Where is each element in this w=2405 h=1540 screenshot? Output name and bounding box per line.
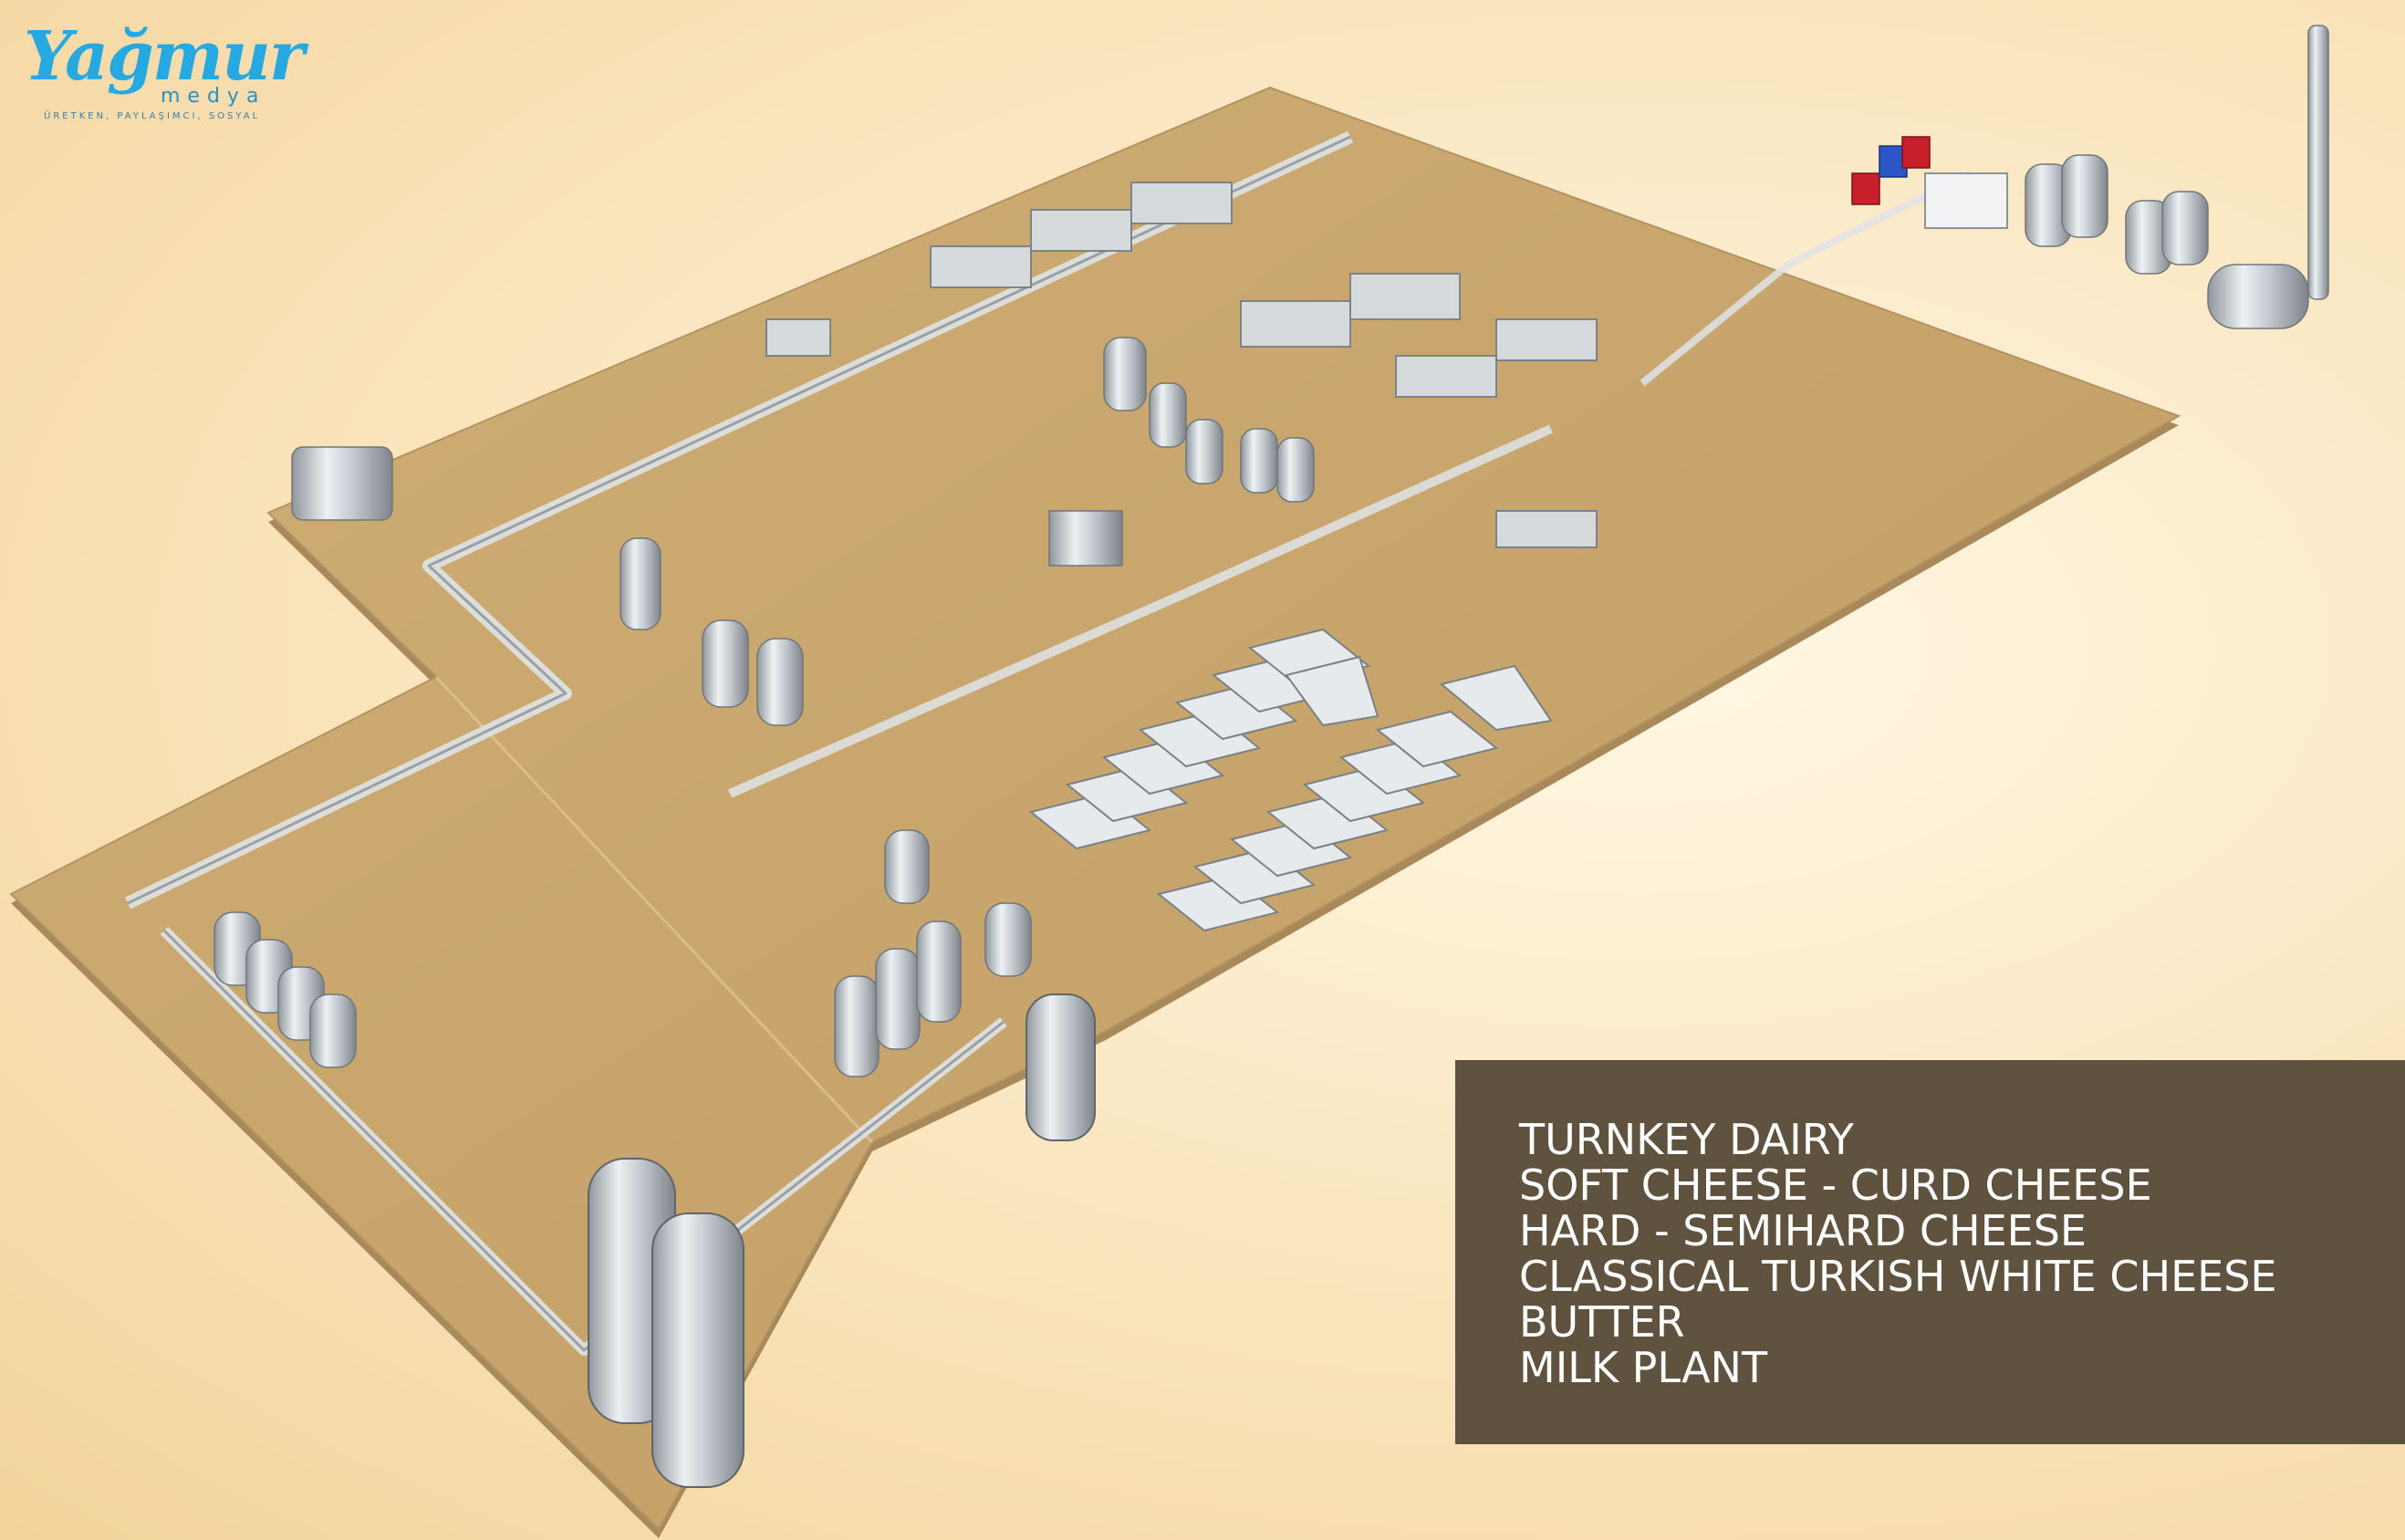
boiler-chimney [2307,25,2329,300]
rack [1495,318,1598,361]
silo [1026,994,1096,1141]
boiler [2207,264,2309,329]
rack [1240,300,1351,348]
pipe-rack-middle [727,424,1554,798]
info-line-2: SOFT CHEESE - CURD CHEESE [1519,1160,2152,1210]
pipe-rack-to-boiler [1640,170,1973,387]
rack [1395,355,1497,398]
rack [765,318,831,357]
rack [1349,273,1461,320]
info-line-3: HARD - SEMIHARD CHEESE [1519,1206,2087,1255]
logo-tagline: ÜRETKEN, PAYLAŞIMCI, SOSYAL [44,111,261,121]
rack [930,245,1032,288]
info-line-1: TURNKEY DAIRY [1519,1115,1854,1164]
silo [651,1212,744,1488]
logo-script-text: Yağmur [24,17,305,96]
rack [1130,182,1233,224]
process-vessels-center [291,337,1315,726]
pipe-rack-main-inner [127,135,1351,905]
cheese-racks-upper [765,182,1598,548]
utility-area [1851,25,2329,329]
curd-vats [1028,628,1553,932]
info-panel: TURNKEY DAIRY SOFT CHEESE - CURD CHEESE … [1455,1060,2405,1444]
milk-silos [588,994,1096,1488]
logo: Yağmur medya ÜRETKEN, PAYLAŞIMCI, SOSYAL [24,20,305,121]
floor-seam [434,675,874,1144]
milk-plant-tanks [213,829,1032,1077]
info-line-4: CLASSICAL TURKISH WHITE CHEESE [1519,1252,2277,1301]
logo-sub-text: medya [161,85,266,108]
rack [1030,209,1132,252]
rack [1495,510,1598,548]
info-line-5: BUTTER [1519,1297,1685,1347]
info-line-6: MILK PLANT [1519,1343,1768,1392]
